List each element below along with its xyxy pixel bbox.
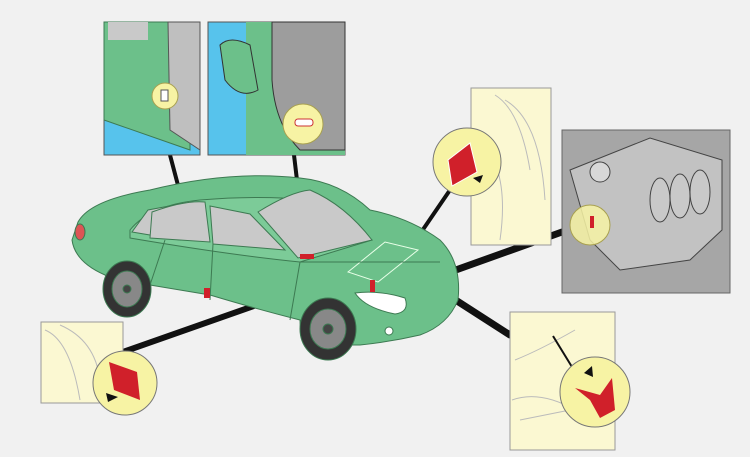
label-marker-windshield — [300, 254, 314, 259]
front-wheel — [299, 297, 357, 361]
callout-engine — [561, 129, 731, 294]
rear-wheel — [102, 260, 152, 318]
label-marker-door — [204, 288, 210, 298]
fog-light — [384, 326, 394, 336]
callout-windshield — [207, 21, 346, 156]
car-illustration — [71, 175, 460, 361]
callout-frame — [509, 311, 631, 451]
callout-hood — [432, 87, 552, 246]
label-glyph — [109, 362, 140, 400]
windshield — [257, 189, 373, 259]
label-marker-engine — [370, 280, 375, 292]
rear-door-window — [149, 201, 211, 243]
stamp-glyph — [575, 378, 615, 418]
highlight-circle — [559, 356, 631, 428]
label-glyph — [590, 216, 594, 228]
front-door-window — [209, 205, 287, 251]
headlight — [354, 291, 407, 315]
label-glyph — [160, 89, 169, 102]
taillight — [74, 223, 86, 241]
arrow-icon — [106, 393, 118, 402]
arrow-icon — [473, 175, 483, 183]
callout-floor — [40, 321, 158, 416]
vin-plate-glyph — [294, 118, 314, 127]
callout-door-jamb — [103, 21, 201, 156]
hood-outline — [346, 241, 420, 283]
door-lines — [149, 239, 440, 321]
arrow-icon — [584, 366, 593, 377]
label-glyph — [447, 142, 478, 187]
